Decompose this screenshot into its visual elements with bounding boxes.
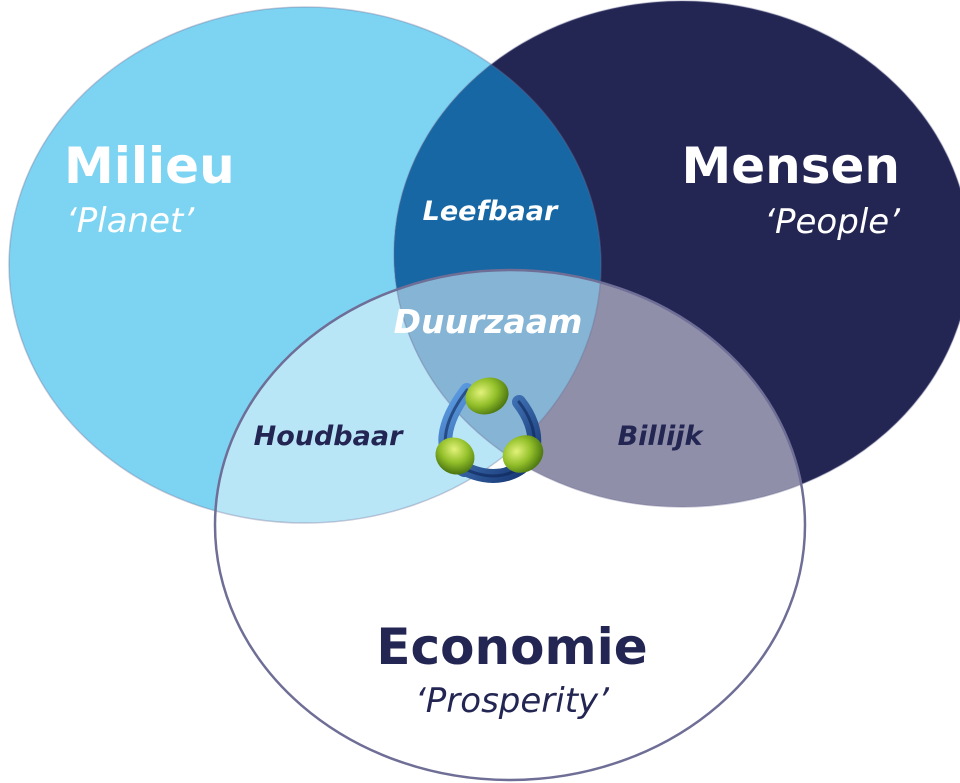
mensen-outline: [393, 0, 960, 508]
overlap-label-duurzaam: Duurzaam: [394, 302, 583, 341]
milieu-subtitle: ‘Planet’: [66, 201, 195, 241]
economie-subtitle: ‘Prosperity’: [415, 681, 610, 721]
overlap-mensen-economie: [394, 270, 805, 507]
overlap-label-billijk: Billijk: [618, 421, 705, 452]
overlap-label-leefbaar: Leefbaar: [423, 196, 559, 227]
mensen-subtitle: ‘People’: [764, 202, 901, 242]
economie-outline: [213, 268, 807, 782]
mensen-title: Mensen: [681, 137, 900, 195]
milieu-outline: [8, 6, 602, 524]
overlap-label-houdbaar: Houdbaar: [254, 421, 404, 452]
milieu-title: Milieu: [64, 137, 235, 195]
overlap-milieu-economie: [215, 270, 601, 523]
recycle-triangle-logo-icon: [435, 377, 544, 483]
economie-title: Economie: [376, 618, 647, 676]
